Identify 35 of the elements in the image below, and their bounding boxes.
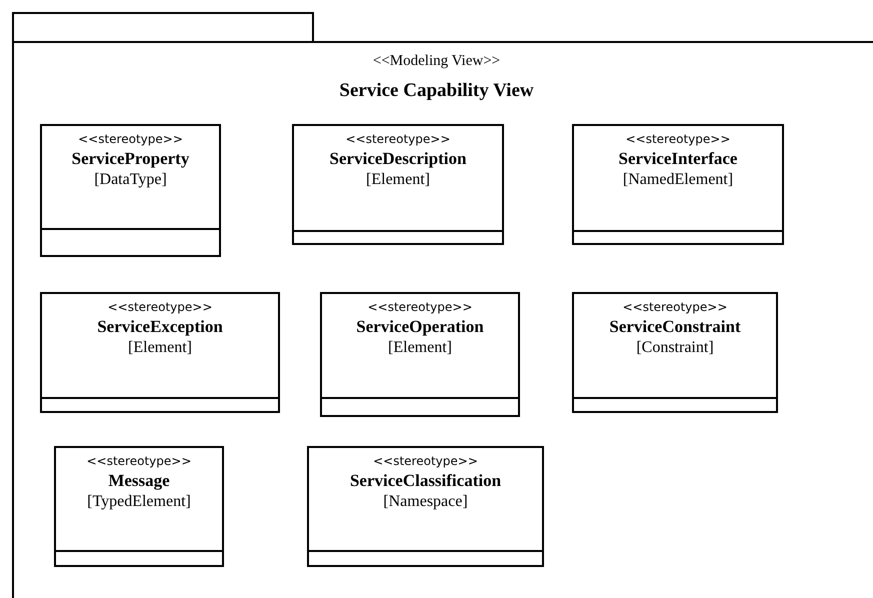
stereotype-label: <<stereotype>> xyxy=(368,300,472,314)
class-box xyxy=(40,124,221,257)
class-name: ServiceOperation xyxy=(356,317,484,337)
base-class-label: [Constraint] xyxy=(636,339,714,357)
class-box xyxy=(572,124,784,245)
class-name: ServiceInterface xyxy=(618,149,738,169)
base-class-label: [DataType] xyxy=(94,171,167,189)
stereotype-label: <<stereotype>> xyxy=(108,300,212,314)
base-class-label: [TypedElement] xyxy=(87,493,191,511)
class-box xyxy=(572,292,778,413)
class-name: ServiceConstraint xyxy=(609,317,741,337)
base-class-label: [NamedElement] xyxy=(622,171,734,189)
stereotype-label: <<stereotype>> xyxy=(626,132,730,146)
class-box xyxy=(40,292,280,413)
stereotype-label: <<stereotype>> xyxy=(373,454,478,468)
class-name: ServiceDescription xyxy=(330,149,466,169)
base-class-label: [Element] xyxy=(388,339,452,357)
base-class-label: [Element] xyxy=(128,339,192,357)
class-name: Message xyxy=(108,471,170,491)
class-box xyxy=(320,292,520,417)
stereotype-label: <<stereotype>> xyxy=(346,132,450,146)
class-name: ServiceException xyxy=(97,317,223,337)
class-box xyxy=(54,446,224,567)
class-name: ServiceProperty xyxy=(72,149,190,169)
class-name: ServiceClassification xyxy=(350,471,502,491)
class-box xyxy=(292,124,504,245)
package-frame xyxy=(12,12,873,598)
class-box xyxy=(307,446,544,567)
stereotype-label: <<stereotype>> xyxy=(86,454,192,468)
package-title: Service Capability View xyxy=(338,80,535,102)
base-class-label: [Element] xyxy=(366,171,430,189)
base-class-label: [Namespace] xyxy=(383,493,468,511)
stereotype-label: <<Modeling View>> xyxy=(372,53,502,70)
stereotype-label: <<stereotype>> xyxy=(622,300,728,314)
stereotype-label: <<stereotype>> xyxy=(78,132,183,146)
